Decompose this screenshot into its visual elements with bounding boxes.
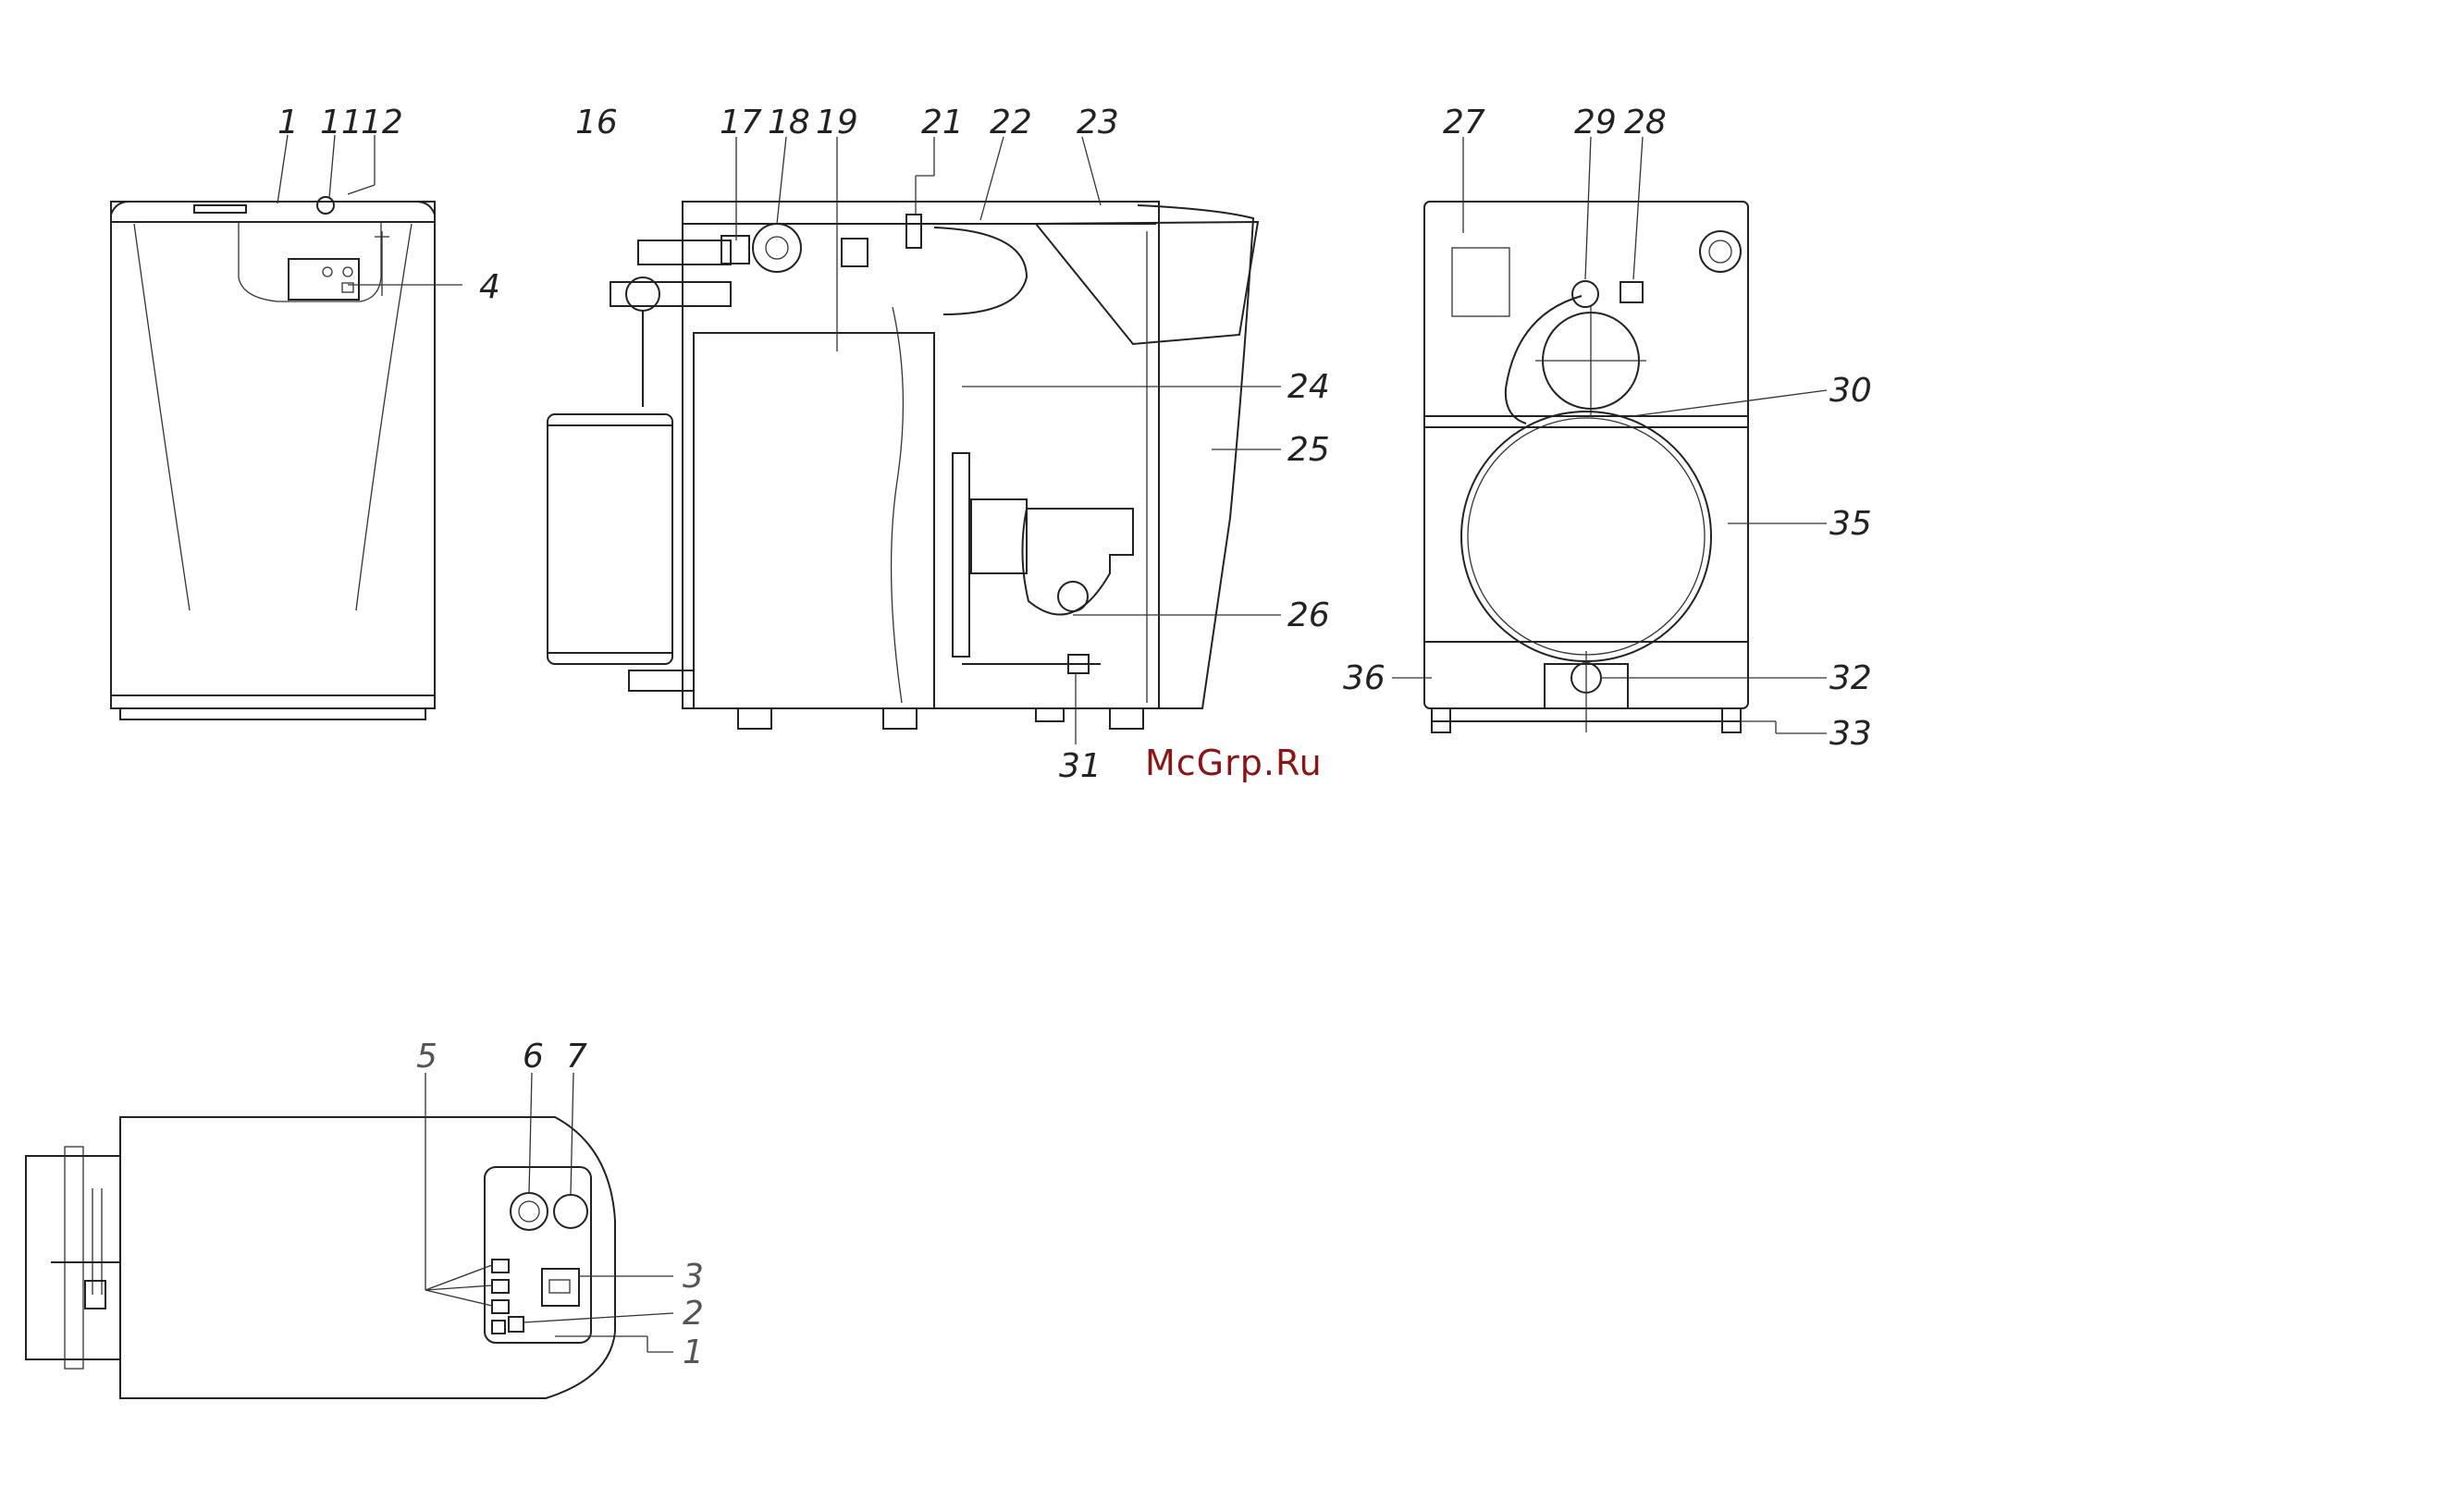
- front-control-box: [289, 259, 359, 300]
- rear-view: 27 29 28 30 35 36 32 33: [1343, 104, 1872, 753]
- flue-pipe: [934, 227, 1027, 314]
- cutaway-edge: [892, 307, 904, 703]
- callout-31: 31: [1059, 747, 1102, 785]
- callout-36: 36: [1343, 659, 1386, 697]
- top-view-outline: [120, 1117, 615, 1398]
- panel-face: [485, 1167, 591, 1343]
- heat-exchanger-body: [694, 333, 934, 708]
- callout-33: 33: [1829, 715, 1872, 753]
- side-view: 16 17 18 19 21 22 23 24 25 26 31: [548, 104, 1330, 785]
- callout-32: 32: [1829, 659, 1872, 697]
- front-casing: [111, 202, 435, 708]
- temperature-knob: [554, 1195, 587, 1228]
- callout-3: 3: [683, 1258, 704, 1296]
- callout-25: 25: [1287, 431, 1330, 469]
- callout-16: 16: [575, 104, 618, 141]
- pump-valve: [753, 224, 801, 272]
- front-top-lid: [111, 202, 435, 215]
- callout-23: 23: [1077, 104, 1119, 141]
- callout-4: 4: [479, 268, 500, 306]
- callout-17: 17: [720, 104, 762, 141]
- callout-26: 26: [1287, 596, 1330, 634]
- callout-2: 2: [683, 1295, 704, 1333]
- rear-casing: [1424, 202, 1748, 708]
- side-attachment: [26, 1156, 120, 1359]
- callout-18: 18: [768, 104, 810, 141]
- callout-24: 24: [1287, 368, 1330, 406]
- rear-connection: [1700, 231, 1741, 272]
- callout-19: 19: [816, 104, 858, 141]
- thermometer-gauge: [511, 1193, 548, 1230]
- callout-11: 11: [320, 104, 363, 141]
- callout-7: 7: [566, 1038, 587, 1076]
- callout-1: 1: [277, 104, 299, 141]
- display-module: [542, 1269, 579, 1306]
- watermark-text: McGrp.Ru: [1145, 743, 1323, 783]
- expansion-tank: [548, 414, 672, 664]
- rating-plate: [1452, 248, 1509, 316]
- callout-1-panel: 1: [683, 1334, 704, 1371]
- callout-29: 29: [1574, 104, 1617, 141]
- side-casing: [683, 202, 1159, 708]
- callout-22: 22: [990, 104, 1032, 141]
- burner-disk: [1461, 412, 1711, 661]
- callout-27: 27: [1443, 104, 1485, 141]
- callout-35: 35: [1829, 505, 1872, 543]
- side-cover-curve: [1138, 205, 1253, 708]
- callout-6: 6: [523, 1038, 544, 1076]
- callout-28: 28: [1624, 104, 1667, 141]
- callout-21: 21: [921, 104, 964, 141]
- callout-12: 12: [361, 104, 403, 141]
- burner-fan: [1022, 509, 1133, 615]
- callout-30: 30: [1829, 372, 1872, 410]
- control-panel-view: 5 6 7 3 2 1: [26, 1038, 704, 1398]
- front-view: 1 11 12 4: [111, 104, 500, 719]
- callout-5: 5: [416, 1038, 437, 1076]
